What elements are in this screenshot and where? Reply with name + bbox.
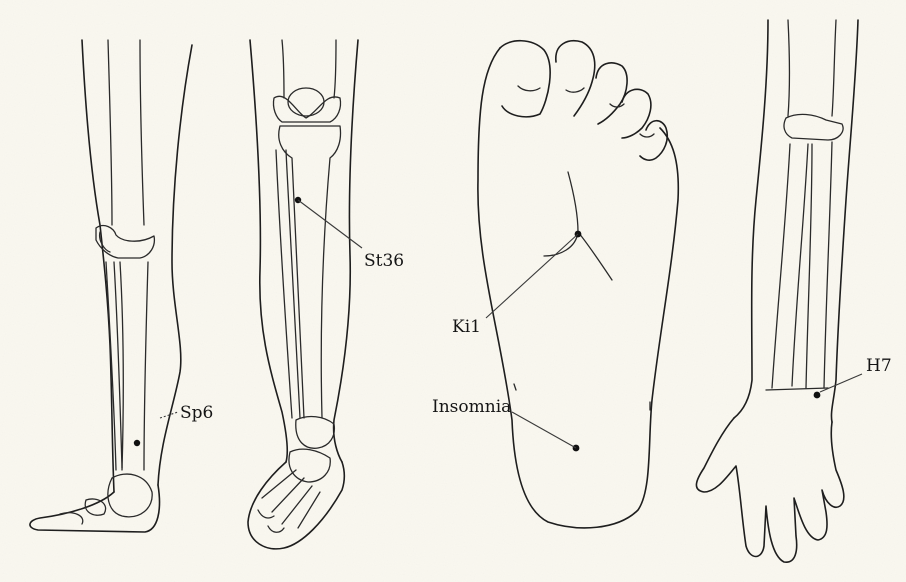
h7-point [814, 392, 821, 399]
st36-label: St36 [364, 251, 404, 271]
ki1-label: Ki1 [452, 317, 481, 337]
insomnia-label: Insomnia [432, 397, 511, 417]
h7-label: H7 [866, 356, 892, 376]
sp6-label: Sp6 [180, 403, 213, 423]
sp6-point [134, 440, 140, 446]
